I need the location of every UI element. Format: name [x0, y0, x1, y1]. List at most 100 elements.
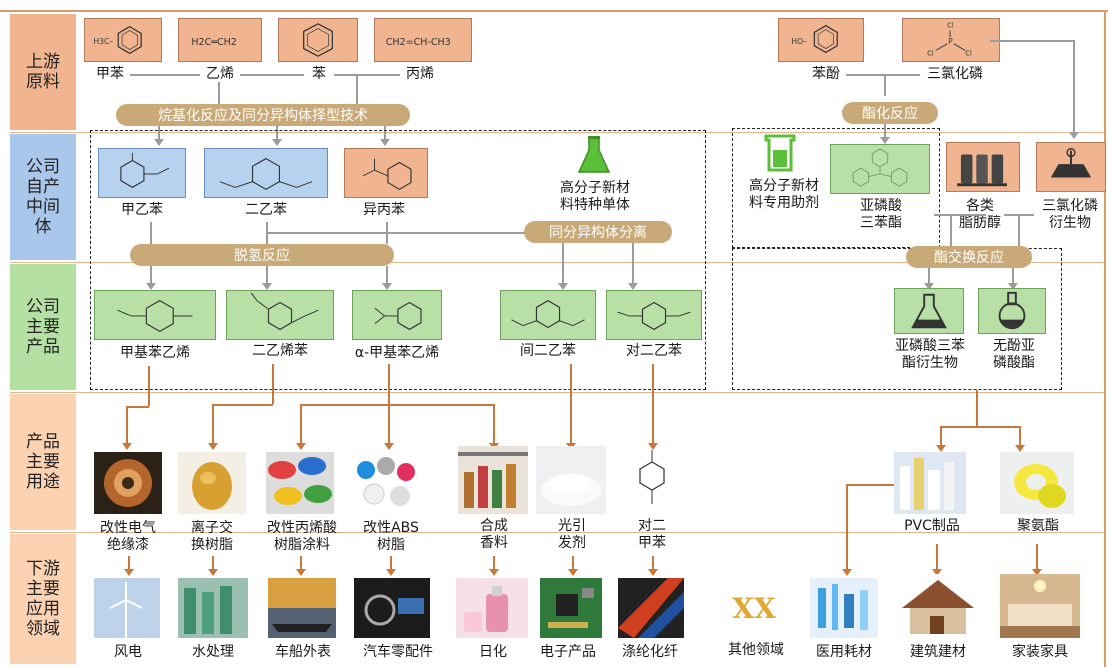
alkylation-process-bar: 烷基化反应及同分异构体择型技术 [116, 104, 410, 126]
flask-icon [576, 136, 612, 176]
arrow [272, 139, 282, 146]
connector [300, 404, 302, 444]
downstream-label-auto-parts: 汽车零配件 [363, 644, 433, 660]
connector [940, 426, 1020, 428]
connector [1073, 40, 1075, 132]
erlenmeyer-flask-icon [894, 288, 964, 334]
connector [130, 74, 200, 76]
propylene-structure: CH2=CH-CH3 [374, 18, 472, 62]
medical-consumables-image [810, 578, 878, 638]
cl-atom: Cl [947, 22, 954, 30]
diethylbenzene-structure [204, 148, 328, 198]
connector [386, 222, 388, 244]
arrow [842, 569, 852, 576]
connector [356, 74, 358, 104]
esterification-process-bar: 酯化反应 [842, 102, 938, 124]
fatty-alcohols-label: 各类 脂肪醇 [959, 198, 1001, 231]
daily-chemicals-image [456, 578, 528, 638]
connector [240, 74, 304, 76]
ethylene-label: 乙烯 [206, 66, 234, 82]
abs-resin-image [352, 452, 422, 514]
connector [386, 266, 388, 284]
connector [212, 404, 273, 406]
cumene-label: 异丙苯 [363, 202, 405, 218]
benzene-structure [278, 18, 358, 62]
p-diethylbenzene-structure [606, 290, 702, 340]
connector [126, 406, 149, 408]
use-label-fragrance: 合成 香料 [480, 518, 508, 551]
m-diethylbenzene-structure [500, 290, 596, 340]
tpp-derivatives-label: 亚磷酸三苯 酯衍生物 [895, 338, 965, 371]
stage-downstream: 下游 主要 应用 领域 [10, 534, 76, 664]
arrow [384, 443, 394, 450]
connector [276, 126, 278, 140]
connector [846, 74, 920, 76]
arrow [648, 443, 658, 450]
downstream-label-home: 家装家具 [1012, 644, 1068, 660]
methyl-ethylbenzene-label: 甲乙苯 [121, 202, 163, 218]
connector [128, 556, 130, 570]
toluene-structure: H3C– [84, 18, 162, 62]
downstream-label-other: 其他领域 [728, 642, 784, 658]
building-materials-image [896, 574, 980, 638]
p-diethylbenzene-label: 对二乙苯 [626, 343, 682, 359]
connector [493, 556, 495, 570]
connector [652, 364, 654, 444]
connector [126, 406, 128, 444]
connector [158, 126, 160, 140]
arrow [1015, 445, 1025, 452]
arrow [880, 137, 890, 144]
connector [218, 82, 220, 104]
isomer-separation-process-bar: 同分异构体分离 [524, 221, 672, 243]
arrow [262, 283, 272, 290]
connector [846, 484, 894, 486]
connector [212, 556, 214, 570]
arrow [382, 283, 392, 290]
arrow [208, 569, 218, 576]
electronics-image [540, 578, 602, 638]
arrow [386, 569, 396, 576]
connector [334, 74, 400, 76]
connector [266, 266, 268, 284]
connector [572, 556, 574, 570]
arrow [122, 443, 132, 450]
p-atom: P [948, 37, 953, 46]
propylene-label: 丙烯 [406, 66, 434, 82]
connector [570, 364, 572, 444]
arrow [146, 283, 156, 290]
connector [300, 404, 494, 406]
pcl3-derivatives-label: 三氯化磷 衍生物 [1042, 198, 1098, 231]
arrow [932, 569, 942, 576]
arrow [489, 569, 499, 576]
cl-atom: Cl [927, 49, 934, 57]
arrow [628, 283, 638, 290]
connector [493, 404, 495, 444]
phenol-formula: HO– [791, 37, 807, 46]
downstream-label-building: 建筑建材 [910, 644, 966, 660]
phenol-free-phosphite-label: 无酚亚 磷酸酯 [993, 338, 1035, 371]
connector [300, 556, 302, 570]
use-label-acrylic-coating: 改性丙烯酸 树脂涂料 [267, 520, 337, 553]
frame-right [1104, 10, 1106, 667]
stage-intermediates: 公司 自产 中间 体 [10, 134, 76, 260]
polyester-fiber-image [618, 578, 684, 638]
beaker-icon [760, 134, 800, 174]
acrylic-coating-image [266, 452, 334, 514]
arrow [124, 569, 134, 576]
connector [266, 232, 526, 234]
insulating-varnish-image [94, 452, 162, 514]
alpha-methylstyrene-label: α-甲基苯乙烯 [354, 345, 440, 361]
stage-main-products: 公司 主要 产品 [10, 264, 76, 390]
company-scope-box-left [90, 130, 706, 390]
ion-exchange-resin-image [178, 452, 246, 514]
photoinitiator-image [536, 446, 606, 514]
connector [388, 364, 390, 444]
vehicle-ship-exterior-image [268, 578, 336, 638]
stage-product-uses: 产品 主要 用途 [10, 394, 76, 530]
connector [884, 74, 886, 96]
diethylbenzene-label: 二乙苯 [245, 202, 287, 218]
company-scope-box-right-bottom [732, 248, 1062, 390]
use-label-polyurethane: 聚氨酯 [1017, 518, 1059, 534]
benzene-label: 苯 [312, 66, 326, 82]
frame-top [0, 10, 1108, 12]
